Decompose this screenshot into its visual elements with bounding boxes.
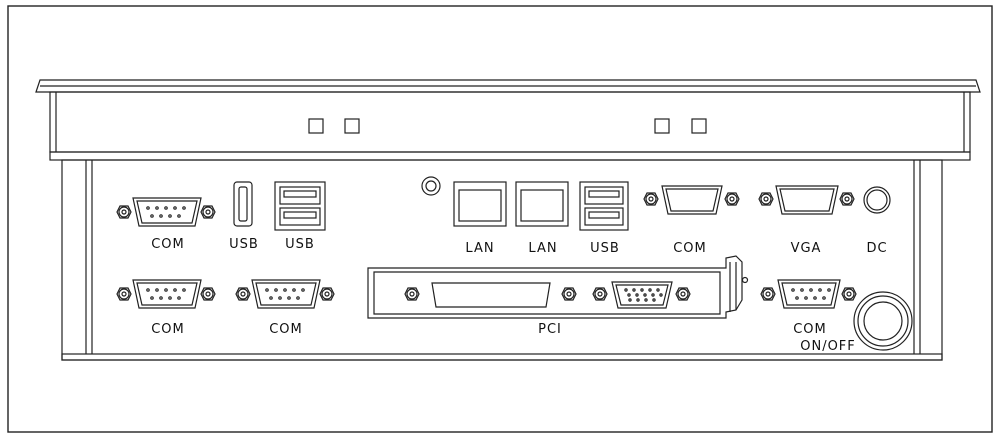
com-port-bottom-left-2 [235,279,335,309]
label-usb-b: USB [285,237,315,252]
label-usb-c: USB [590,241,620,256]
chassis-body [61,159,943,361]
label-com-middle: COM [673,241,707,256]
usb-port-vertical [233,181,253,227]
label-on-off: ON/OFF [800,339,856,354]
screw-knob [421,176,441,196]
dc-jack [863,186,891,214]
front-bezel [35,79,981,161]
label-vga: VGA [791,241,822,256]
label-com-bottom-right: COM [793,322,827,337]
com-port-bottom-left-1 [116,279,216,309]
label-com-top-left: COM [151,237,185,252]
bezel-indicator-squares [308,118,707,134]
label-lan-2: LAN [528,241,557,256]
label-usb-a: USB [229,237,259,252]
pci-bracket [367,255,749,319]
label-pci: PCI [538,322,562,337]
power-button [853,291,913,351]
usb-dual-port-left [274,181,326,231]
label-lan-1: LAN [465,241,494,256]
label-dc: DC [866,241,887,256]
lan-port-1 [453,181,507,227]
usb-dual-port-middle [579,181,629,231]
drawing-frame [7,5,993,433]
vga-port [758,185,855,215]
label-com-bottom-left-2: COM [269,322,303,337]
lan-port-2 [515,181,569,227]
com-port-middle [643,185,740,215]
com-port-top-left [116,197,216,227]
label-com-bottom-left-1: COM [151,322,185,337]
com-port-bottom-right [760,279,857,309]
